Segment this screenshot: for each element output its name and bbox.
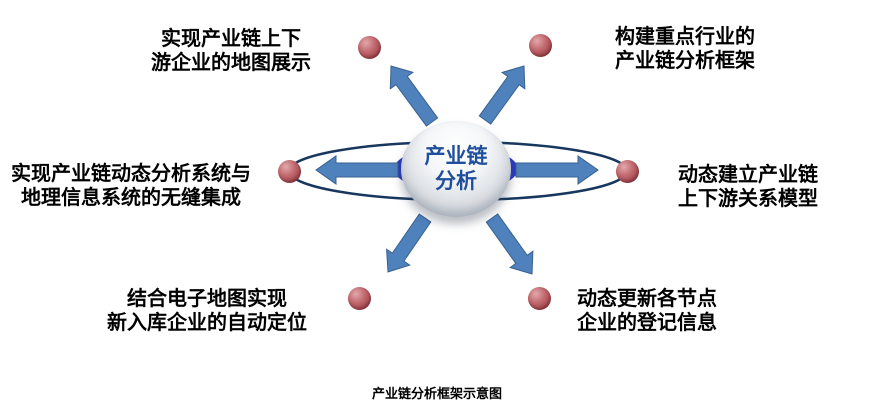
- arrow-top-right: [478, 65, 526, 125]
- node-right: [616, 160, 639, 183]
- arrow-right: [515, 155, 599, 185]
- arrow-left: [315, 155, 399, 185]
- label-top-left: 实现产业链上下 游企业的地图展示: [151, 28, 311, 74]
- arrow-bottom-right: [485, 213, 534, 275]
- diagram-caption: 产业链分析框架示意图: [371, 386, 502, 401]
- arrow-top-left: [389, 65, 439, 127]
- node-top-right: [529, 34, 552, 57]
- arrow-bottom-left: [386, 213, 432, 273]
- label-top-right: 构建重点行业的 产业链分析框架: [615, 26, 755, 72]
- node-bottom-left: [348, 287, 371, 310]
- label-bottom-left: 结合电子地图实现 新入库企业的自动定位: [107, 288, 307, 334]
- label-left: 实现产业链动态分析系统与 地理信息系统的无缝集成: [11, 163, 251, 209]
- center-node-label: 产业链 分析: [424, 144, 488, 193]
- label-right: 动态建立产业链 上下游关系模型: [678, 164, 818, 210]
- label-bottom-right: 动态更新各节点 企业的登记信息: [577, 288, 717, 334]
- node-left: [278, 160, 301, 183]
- node-bottom-right: [528, 287, 551, 310]
- center-node: 产业链 分析: [401, 121, 511, 217]
- node-top-left: [358, 36, 381, 59]
